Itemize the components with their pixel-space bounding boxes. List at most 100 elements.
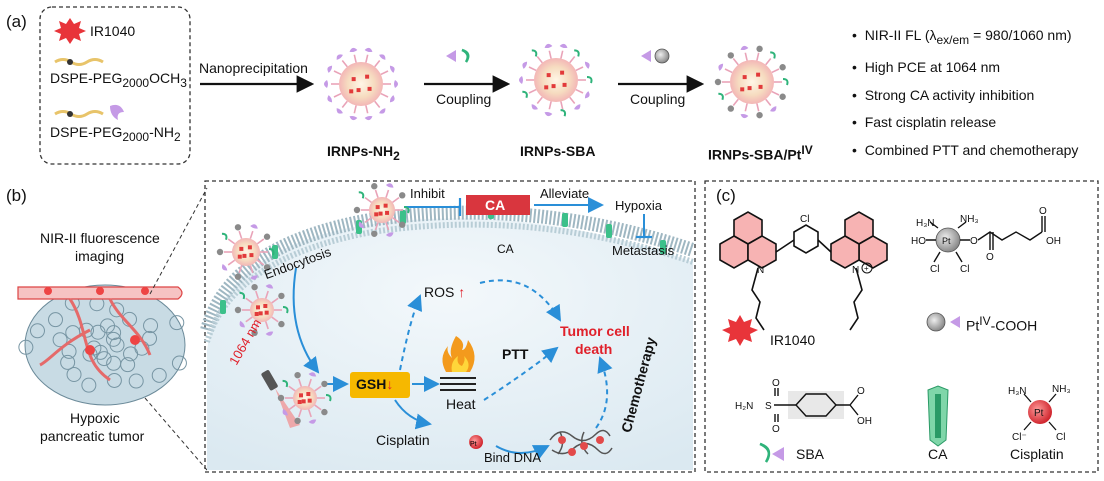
sba-triangle-icon [446,50,456,62]
cisplatin-label-b: Cisplatin [376,432,430,448]
gsh-to-cisplatin-arrow [394,399,432,430]
svg-text:Pt: Pt [942,236,951,246]
coupling-label-2: Coupling [630,91,686,107]
ligand-icon [110,104,124,120]
irnps-nh2-particle [324,47,398,121]
svg-text:OH: OH [857,416,872,427]
pt-triangle-icon [641,50,651,62]
endocytosis-arrow [292,267,320,374]
irnps-sba-label: IRNPs-SBA [520,143,596,159]
gsh-label: GSH↓ [356,376,394,392]
nir-imaging-line2: imaging [75,248,125,264]
ir1040-structure [719,211,888,331]
feature-item: • High PCE at 1064 nm [852,59,1001,76]
svg-text:+: + [864,264,869,273]
panel-c-label: (c) [716,186,736,205]
svg-text:S: S [765,401,772,412]
svg-text:O: O [857,386,865,397]
svg-text:Cl: Cl [1056,432,1065,443]
svg-text:Pt: Pt [1034,408,1044,419]
svg-text:Pt: Pt [470,441,477,448]
tumor-mass [24,284,186,406]
inhibit-label: Inhibit [410,186,445,201]
pt-iv-cooh-label: PtIV-COOH [966,314,1038,334]
tumor-death-line1: Tumor cell [560,323,630,339]
pt-sphere-icon [654,48,670,64]
np-bound-ca [353,183,410,237]
np-approaching-2 [234,283,289,337]
peg-och3-chain [54,58,104,66]
legend-dspe-nh2: DSPE-PEG2000-NH2 [50,124,181,144]
feature-list: • NIR-II FL (λex/em = 980/1060 nm) • Hig… [852,22,1078,164]
panel-b-label: (b) [6,186,27,205]
svg-text:H₂N: H₂N [735,401,753,412]
svg-text:NH₃: NH₃ [960,214,979,225]
sba-label-c: SBA [796,446,825,462]
ca-box-label: CA [485,197,506,213]
laser-device [261,370,278,391]
feature-item: • Combined PTT and chemotherapy [852,141,1079,158]
svg-text:H₃N: H₃N [1008,386,1027,397]
ir1040-star-icon-c [722,315,758,346]
gsh-box [350,372,410,398]
dna-to-death-arrow [595,356,613,429]
ros-to-death-arrow [479,279,562,322]
pt-iv-sphere-icon [926,312,946,332]
feature-item: • Fast cisplatin release [852,114,997,131]
feature-item: • NIR-II FL (λex/em = 980/1060 nm) [852,27,1072,47]
irnps-sba-particle [519,43,593,117]
svg-text:Cl: Cl [800,214,809,225]
cytoplasm [207,218,693,470]
svg-text:O: O [1039,206,1047,217]
ca-channels [220,205,666,314]
irnps-sba-pt-particle [714,45,789,119]
structures-panel-box [704,180,1099,473]
tumor-death-line2: death [575,341,613,357]
zoom-line-top [149,187,208,295]
svg-text:O: O [970,236,978,247]
ir1040-label-c: IR1040 [770,332,816,348]
svg-text:NH₃: NH₃ [1052,384,1071,395]
sba-crescent-icon-c [759,442,771,463]
svg-text:HO: HO [911,236,926,247]
irnps-sba-pt-label: IRNPs-SBA/PtIV [708,143,813,163]
bind-dna-label: Bind DNA [484,450,542,465]
legend-dspe-och3: DSPE-PEG2000OCH3 [50,70,187,90]
ca-inhibited-box [466,195,530,215]
svg-text:OH: OH [1046,236,1061,247]
svg-text:O: O [772,378,780,389]
materials-box [39,6,191,165]
svg-text:Cl: Cl [960,264,969,275]
irnps-nh2-label: IRNPs-NH2 [327,143,400,163]
svg-text:O: O [986,252,994,263]
hypoxia-label: Hypoxia [615,198,662,213]
feature-item: • Strong CA activity inhibition [852,86,1035,103]
cell-panel-box [204,180,696,473]
ca-membrane-label: CA [497,242,514,256]
cisplatin-molecule-b [469,435,483,449]
heat-to-death-arrow [483,346,559,401]
tumor-vessels [39,298,152,382]
panel-a-label: (a) [6,12,27,31]
np-inside-cell [277,371,332,425]
cisplatin-structure [1028,400,1052,424]
legend-ir1040: IR1040 [90,23,136,39]
np-in-vessel [44,287,52,295]
svg-text:N: N [852,265,859,276]
pt-iv-triangle-icon [950,316,960,328]
cisplatin-label-c: Cisplatin [1010,446,1064,462]
ros-label: ROS ↑ [424,284,466,300]
heat-label: Heat [446,396,476,412]
ca-label-c: CA [928,446,948,462]
nanoprecipitation-label: Nanoprecipitation [199,60,308,76]
zoom-line-bottom [144,397,208,471]
cisplatin-to-dna-arrow [495,445,550,460]
tumor-line1: Hypoxic [70,410,120,426]
ptt-label: PTT [502,346,529,362]
svg-text:Cl⁻: Cl⁻ [1012,432,1027,443]
tumor-line2: pancreatic tumor [40,428,145,444]
svg-text:H₃N: H₃N [916,218,935,229]
peg-nh2-chain [54,110,104,118]
svg-text:N: N [757,265,764,276]
